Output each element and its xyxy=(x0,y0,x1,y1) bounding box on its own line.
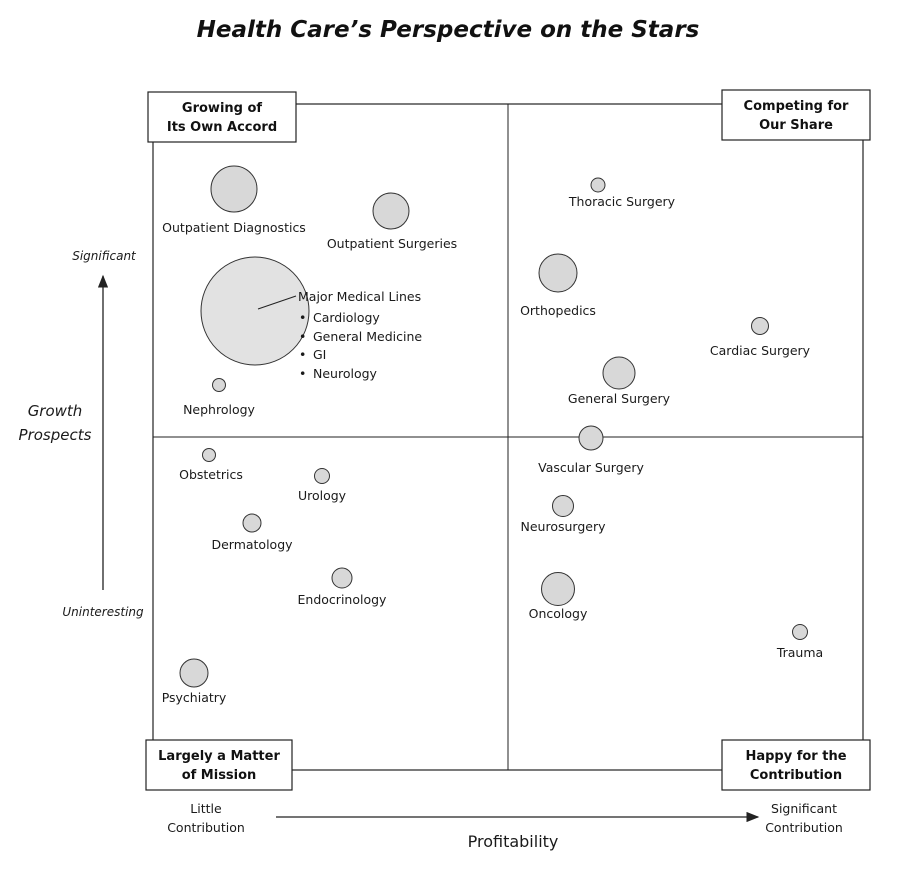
service-line-obstetrics: Obstetrics xyxy=(179,448,243,482)
sub-item-label: Cardiology xyxy=(313,310,380,325)
y-axis: Significant Growth Prospects Uninteresti… xyxy=(19,249,144,619)
bubble xyxy=(314,468,330,484)
service-line-psychiatry: Psychiatry xyxy=(162,658,227,705)
service-line-orthopedics: Orthopedics xyxy=(520,253,596,318)
bubble xyxy=(179,658,209,688)
bubble-layer: Outpatient Diagnostics Outpatient Surger… xyxy=(162,165,823,705)
leader-line xyxy=(257,295,297,310)
quadrant-label-bottom-right: Happy for the Contribution xyxy=(721,739,871,791)
bubble xyxy=(331,567,353,589)
service-line-endocrinology: Endocrinology xyxy=(298,567,388,607)
bullet-icon: • xyxy=(299,329,306,344)
service-line-nephrology: Nephrology xyxy=(183,378,256,417)
sub-item-label: GI xyxy=(313,347,326,362)
quadrant-label-line: Our Share xyxy=(759,118,833,133)
bubble-label: Outpatient Diagnostics xyxy=(162,220,306,235)
bubble xyxy=(210,165,258,213)
bubble-label: Obstetrics xyxy=(179,467,243,482)
service-line-trauma: Trauma xyxy=(776,624,823,660)
bubble xyxy=(212,378,226,392)
y-axis-title-line: Growth xyxy=(28,402,83,420)
bullet-icon: • xyxy=(299,347,306,362)
bubble xyxy=(242,513,262,533)
sub-item-label: General Medicine xyxy=(313,329,422,344)
bubble-label: Oncology xyxy=(529,606,588,621)
service-line-general-surgery: General Surgery xyxy=(568,356,671,406)
bubble xyxy=(541,572,575,606)
quadrant-label-box xyxy=(721,89,871,141)
bubble-label: Neurosurgery xyxy=(521,519,607,534)
quadrant-label-line: Competing for xyxy=(744,99,849,114)
bubble-label: Vascular Surgery xyxy=(538,460,644,475)
quadrant-label-box xyxy=(721,739,871,791)
bubble-label: Thoracic Surgery xyxy=(568,194,676,209)
bubble xyxy=(538,253,578,293)
quadrant-label-line: Largely a Matter xyxy=(158,749,280,764)
service-line-oncology: Oncology xyxy=(529,572,588,621)
bubble xyxy=(372,192,410,230)
service-line-outpatient-diagnostics: Outpatient Diagnostics xyxy=(162,165,306,235)
bubble-label: Cardiac Surgery xyxy=(710,343,811,358)
quadrant-label-line: Happy for the xyxy=(745,749,846,764)
bubble-label: Endocrinology xyxy=(298,592,388,607)
service-line-cardiac-surgery: Cardiac Surgery xyxy=(710,317,811,358)
quadrant-label-line: Growing of xyxy=(182,101,262,116)
bubble-label: Orthopedics xyxy=(520,303,596,318)
bubble xyxy=(200,256,310,366)
x-axis-low-label-line: Contribution xyxy=(167,820,245,835)
bubble xyxy=(751,317,769,335)
service-line-dermatology: Dermatology xyxy=(211,513,293,552)
bubble xyxy=(792,624,808,640)
bullet-icon: • xyxy=(299,310,306,325)
bubble-label: Nephrology xyxy=(183,402,255,417)
bubble-label: Urology xyxy=(298,488,347,503)
service-line-vascular-surgery: Vascular Surgery xyxy=(538,425,644,475)
service-line-outpatient-surgeries: Outpatient Surgeries xyxy=(327,192,457,251)
x-axis-high-label-line: Contribution xyxy=(765,820,843,835)
quadrant-label-line: of Mission xyxy=(182,768,257,783)
quadrant-label-line: Its Own Accord xyxy=(167,120,277,135)
bubble xyxy=(602,356,636,390)
quadrant-label-box xyxy=(147,91,297,143)
bubble-label: Trauma xyxy=(776,645,823,660)
quadrant-label-top-left: Growing of Its Own Accord xyxy=(147,91,297,143)
bubble xyxy=(202,448,216,462)
quadrant-label-bottom-left: Largely a Matter of Mission xyxy=(145,739,293,791)
y-axis-high-label: Significant xyxy=(72,249,137,263)
bubble-label: General Surgery xyxy=(568,391,671,406)
service-line-urology: Urology xyxy=(298,468,347,503)
quadrant-label-line: Contribution xyxy=(750,768,842,783)
bubble xyxy=(590,177,606,193)
quadrant-frame xyxy=(152,103,864,771)
bubble-label: Outpatient Surgeries xyxy=(327,236,457,251)
page-title: Health Care’s Perspective on the Stars xyxy=(197,17,700,43)
quadrant-label-top-right: Competing for Our Share xyxy=(721,89,871,141)
x-axis-title: Profitability xyxy=(468,832,559,851)
bubble xyxy=(552,495,574,517)
service-line-major-medical-lines: Major Medical Lines • Cardiology • Gener… xyxy=(200,256,422,381)
bullet-icon: • xyxy=(299,366,306,381)
y-axis-title-line: Prospects xyxy=(19,426,92,444)
y-axis-low-label: Uninteresting xyxy=(62,605,144,619)
bubble-label: Psychiatry xyxy=(162,690,227,705)
sub-item-label: Neurology xyxy=(313,366,378,381)
quadrant-label-box xyxy=(145,739,293,791)
service-line-neurosurgery: Neurosurgery xyxy=(521,495,607,534)
bubble xyxy=(578,425,604,451)
bubble-label: Dermatology xyxy=(211,537,293,552)
x-axis-high-label-line: Significant xyxy=(771,801,837,816)
service-line-thoracic-surgery: Thoracic Surgery xyxy=(568,177,676,209)
bubble-label: Major Medical Lines xyxy=(298,289,421,304)
x-axis-low-label-line: Little xyxy=(190,801,222,816)
x-axis: Little Contribution Significant Contribu… xyxy=(167,801,843,851)
